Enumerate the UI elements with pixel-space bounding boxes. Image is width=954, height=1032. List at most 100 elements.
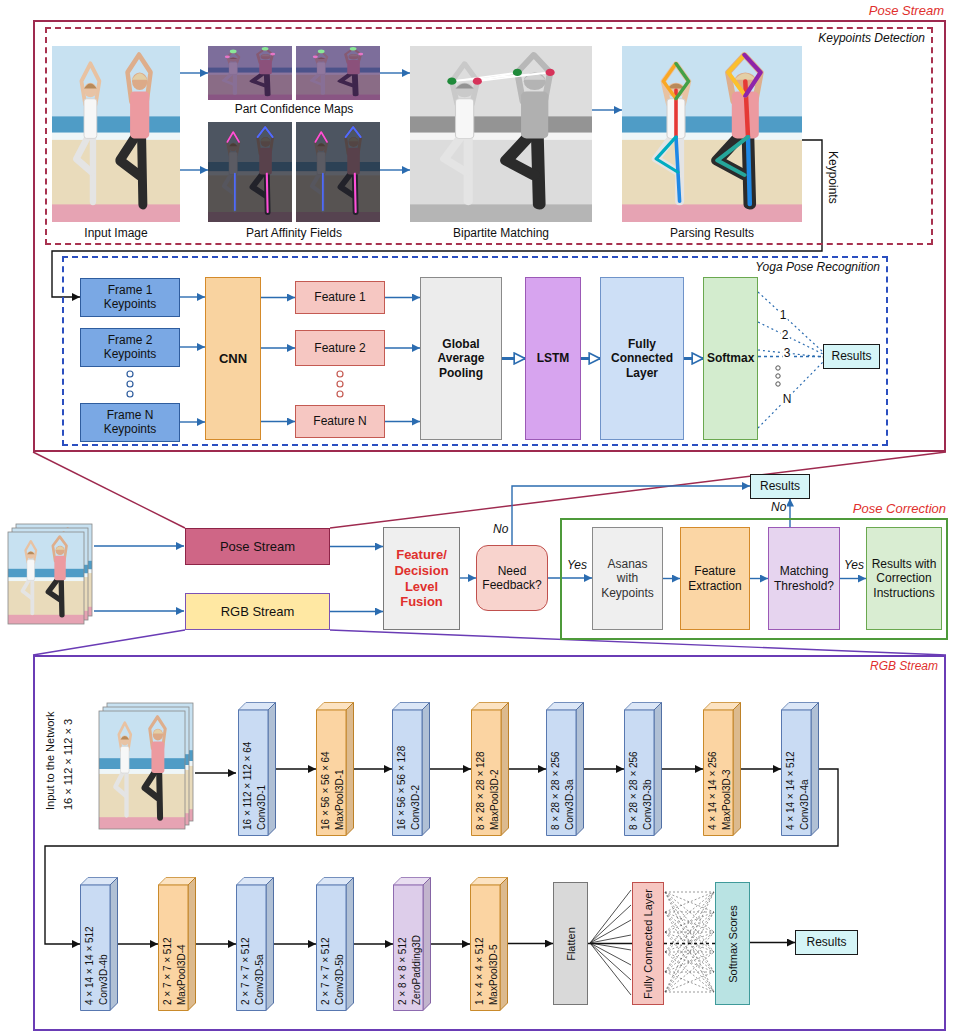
path-shape xyxy=(665,952,714,972)
box-label: Feature 2 xyxy=(299,341,381,355)
connector xyxy=(180,346,205,347)
path-shape xyxy=(590,890,631,943)
use-shape xyxy=(208,46,292,100)
connector xyxy=(354,768,392,769)
result-box: Results xyxy=(823,344,880,369)
block-face xyxy=(501,703,509,836)
circle-shape xyxy=(337,381,343,387)
layer-name: Flatten xyxy=(564,927,577,961)
tensor-shape: 8 × 28 × 28 × 128 xyxy=(475,751,487,830)
path-shape xyxy=(665,892,714,912)
panel-heading: RGB Stream xyxy=(870,659,938,673)
path-shape xyxy=(665,892,714,992)
path-shape xyxy=(590,943,631,980)
block-face xyxy=(782,710,812,836)
label-wrap: Frame 1 Keypoints xyxy=(84,283,176,312)
circle-shape xyxy=(127,381,133,387)
box-label: Fully Connected Layer xyxy=(604,337,680,380)
box-label: Frame 1 Keypoints xyxy=(84,283,176,312)
bipartite-matching-image: Bipartite Matching xyxy=(410,44,592,240)
path-shape xyxy=(665,952,714,992)
use-shape xyxy=(410,46,592,222)
block-face xyxy=(576,703,584,836)
use-shape xyxy=(208,122,292,222)
input-image: Input Image xyxy=(52,44,180,240)
connector xyxy=(592,109,622,110)
path-shape xyxy=(590,943,631,995)
connector xyxy=(380,169,410,170)
connector xyxy=(684,357,703,360)
block-face xyxy=(266,878,274,1011)
dense-fan xyxy=(590,890,631,995)
path-shape xyxy=(758,292,823,352)
tensor-shape: 8 × 28 × 28 × 256 xyxy=(628,751,640,830)
input-annotation: Input to the Network xyxy=(44,712,57,810)
block-face xyxy=(733,703,741,836)
tensor-shape: 16 × 112 × 112 × 64 xyxy=(242,742,254,830)
circle-shape xyxy=(127,371,133,377)
pose-recognition-group: Yoga Pose RecognitionFrame 1 KeypointsFr… xyxy=(62,256,888,446)
keypoints-detection-group: Keypoints DetectionInput ImagePart Confi… xyxy=(45,27,933,245)
conv3d-block: 2 × 7 × 7 × 512Conv3D-5a xyxy=(236,877,274,1011)
label-wrap: Results xyxy=(827,349,876,363)
path-shape xyxy=(590,935,631,943)
block-face xyxy=(811,703,819,836)
label-wrap: Softmax xyxy=(707,351,754,365)
block-face xyxy=(576,703,584,836)
connector xyxy=(180,421,205,422)
path-shape xyxy=(665,892,714,932)
path-shape xyxy=(665,992,714,993)
block-face xyxy=(654,703,662,836)
path-shape xyxy=(665,932,714,992)
path-shape xyxy=(665,912,714,952)
path-shape xyxy=(665,972,714,992)
tensor-shape: 2 × 7 × 7 × 512 xyxy=(320,937,332,1005)
box-label: CNN xyxy=(209,351,257,367)
label-wrap: Frame 2 Keypoints xyxy=(84,333,176,362)
box-label: Feature Extraction xyxy=(684,564,746,593)
block-face xyxy=(500,878,508,1011)
label-wrap: Results xyxy=(799,935,854,949)
path-shape xyxy=(195,772,236,773)
connector xyxy=(330,611,383,612)
tensor-shape: 4 × 14 × 14 × 512 xyxy=(84,926,96,1005)
pose-stream-panel: Pose StreamKeypoints DetectionInput Imag… xyxy=(33,20,946,452)
video-frames xyxy=(8,524,92,624)
path-shape xyxy=(665,892,714,952)
result-box: Results xyxy=(750,474,810,499)
image-caption: Bipartite Matching xyxy=(398,226,604,240)
label-wrap: Results xyxy=(754,479,806,493)
block-face xyxy=(268,703,276,836)
input-annotation: 16 × 112 × 112 × 3 xyxy=(62,719,75,810)
block-face xyxy=(110,878,118,1011)
decision-box: Need Feedback? xyxy=(476,545,548,611)
path-shape xyxy=(665,892,714,992)
image-caption: Parsing Results xyxy=(610,226,814,240)
connector xyxy=(180,169,208,170)
connector xyxy=(385,421,420,422)
decision-box: Matching Threshold? xyxy=(768,527,840,630)
label-wrap: Feature N xyxy=(299,414,381,428)
path-shape xyxy=(665,932,714,972)
tensor-shape: 4 × 14 × 14 × 256 xyxy=(707,751,719,830)
connector xyxy=(180,296,205,297)
block-face xyxy=(501,703,509,836)
connector xyxy=(430,768,471,769)
circle-shape xyxy=(776,374,780,378)
connector xyxy=(385,347,420,348)
path-shape xyxy=(665,892,714,912)
block-face xyxy=(81,885,111,1011)
image-caption: Input Image xyxy=(40,226,192,240)
class-number: 3 xyxy=(783,346,792,360)
connector xyxy=(196,943,236,944)
connector xyxy=(662,768,703,769)
path-shape xyxy=(330,452,946,528)
conv3d-block: 16 × 56 × 56 × 128Conv3D-2 xyxy=(392,702,430,836)
zeropadding3d-block: 2 × 8 × 8 × 512ZeroPadding3D xyxy=(393,877,431,1011)
box-label: Pose Stream xyxy=(189,539,326,555)
connector xyxy=(663,578,680,579)
path-shape xyxy=(590,920,631,943)
box-label: Softmax xyxy=(707,351,754,365)
